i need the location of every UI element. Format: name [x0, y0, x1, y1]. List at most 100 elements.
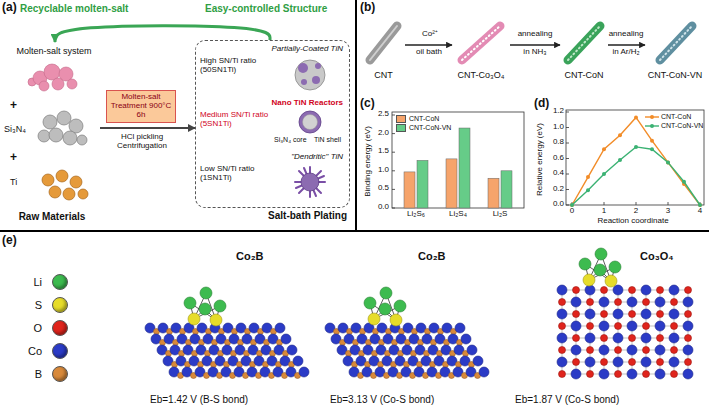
- tick-label: 1.5: [365, 147, 389, 156]
- atom: [641, 285, 651, 295]
- atom: [573, 287, 580, 294]
- atom: [299, 367, 309, 377]
- atom: [601, 359, 608, 366]
- group-label: Raw Materials: [4, 211, 100, 222]
- nanotube: [370, 26, 397, 60]
- atom: [557, 333, 567, 343]
- atom: [629, 359, 636, 366]
- crystal-structure: [145, 248, 693, 379]
- product-name: Nano TiN Reactors: [200, 99, 345, 108]
- atom: [671, 299, 678, 306]
- line-chart: [566, 112, 569, 113]
- product-box: Salt-bath PlatingPartially-Coated TiNHig…: [195, 40, 350, 208]
- legend-swatch: [52, 297, 68, 313]
- axis-title: Relative energy (eV): [536, 109, 545, 209]
- ratio-label: Medium SN/Ti ratio (5SN1Ti): [200, 111, 270, 129]
- atom: [643, 299, 650, 306]
- energy-curve: [572, 147, 700, 205]
- atom: [627, 369, 637, 379]
- panel-divider: [0, 230, 709, 232]
- atom: [641, 333, 651, 343]
- atom: [605, 275, 617, 287]
- tick-label: 1.0: [365, 166, 389, 175]
- box-heading: Salt-bath Plating: [196, 210, 349, 221]
- bar-chart: [392, 208, 395, 209]
- step-label: oil bath: [406, 48, 452, 57]
- atom: [685, 311, 692, 318]
- core-shell-sphere: [299, 111, 321, 133]
- legend-item: CNT-CoN-VN: [645, 122, 703, 130]
- connector-arrow: [100, 127, 195, 129]
- molten-salt-blob: [52, 78, 64, 90]
- tick-label: 2.5: [365, 110, 389, 119]
- bar: [417, 160, 428, 208]
- ti-particles: [49, 186, 61, 198]
- li2s-cluster: [184, 287, 226, 326]
- atom: [390, 314, 402, 326]
- ti-particles: [56, 170, 68, 182]
- atom: [643, 371, 650, 378]
- energy-value: Eb=1.87 V (Co-S bond): [515, 394, 619, 405]
- atom: [214, 300, 226, 312]
- nanotube: [568, 26, 600, 60]
- atom: [573, 335, 580, 342]
- atom: [615, 299, 622, 306]
- step-label: Co²⁺: [408, 30, 452, 39]
- atom: [293, 356, 303, 366]
- atom: [615, 323, 622, 330]
- atom: [629, 311, 636, 318]
- legend-label: Li: [14, 276, 42, 288]
- atom: [368, 313, 380, 325]
- molten-salt-blob: [44, 64, 60, 80]
- atom: [609, 261, 621, 273]
- atom: [657, 287, 664, 294]
- data-point: [650, 139, 654, 143]
- data-point: [682, 180, 686, 184]
- atom: [587, 347, 594, 354]
- connector-arrow: [608, 44, 645, 45]
- atom: [559, 347, 566, 354]
- line-chart: [636, 202, 637, 205]
- dendritic-sphere: [295, 167, 325, 197]
- atom: [571, 297, 581, 307]
- si3n4-particles: [57, 111, 71, 125]
- atom: [671, 347, 678, 354]
- data-point: [666, 160, 670, 164]
- line-chart: [566, 127, 569, 128]
- atom: [184, 297, 196, 309]
- legend-swatch: [52, 343, 68, 359]
- material-label: Si₃N₄: [4, 124, 26, 134]
- nanotube: [462, 26, 500, 60]
- data-point: [634, 115, 638, 119]
- ti-particles: [42, 170, 88, 200]
- category-label: Li₂S₆: [396, 210, 436, 219]
- legend-label: B: [14, 368, 42, 380]
- bar: [459, 128, 470, 208]
- atom: [655, 297, 665, 307]
- process-note: Easy-controlled Structure: [205, 3, 327, 14]
- tick-label: 0.6: [540, 154, 564, 163]
- tick-label: 2.0: [365, 129, 389, 138]
- atom: [275, 323, 285, 333]
- atom: [210, 314, 222, 326]
- line-chart: [566, 174, 569, 175]
- tick-label: 0.5: [365, 184, 389, 193]
- legend-swatch: [396, 124, 406, 132]
- sample-label: CNT-Co₃O₄: [452, 70, 510, 80]
- atom: [594, 264, 606, 276]
- legend-swatch: [396, 115, 406, 123]
- atom: [669, 357, 679, 367]
- tick-label: 1.2: [540, 107, 564, 116]
- part-label: Si₃N₄ core: [274, 136, 307, 144]
- atom: [199, 303, 211, 315]
- atom: [657, 359, 664, 366]
- atom: [601, 311, 608, 318]
- bar: [446, 159, 457, 208]
- atom: [287, 345, 297, 355]
- legend-label: CNT-CoN: [409, 115, 439, 123]
- legend-swatch: [52, 274, 68, 290]
- atom: [641, 357, 651, 367]
- si3n4-particles: [63, 131, 77, 145]
- atom: [629, 287, 636, 294]
- si3n4-particles: [49, 128, 63, 142]
